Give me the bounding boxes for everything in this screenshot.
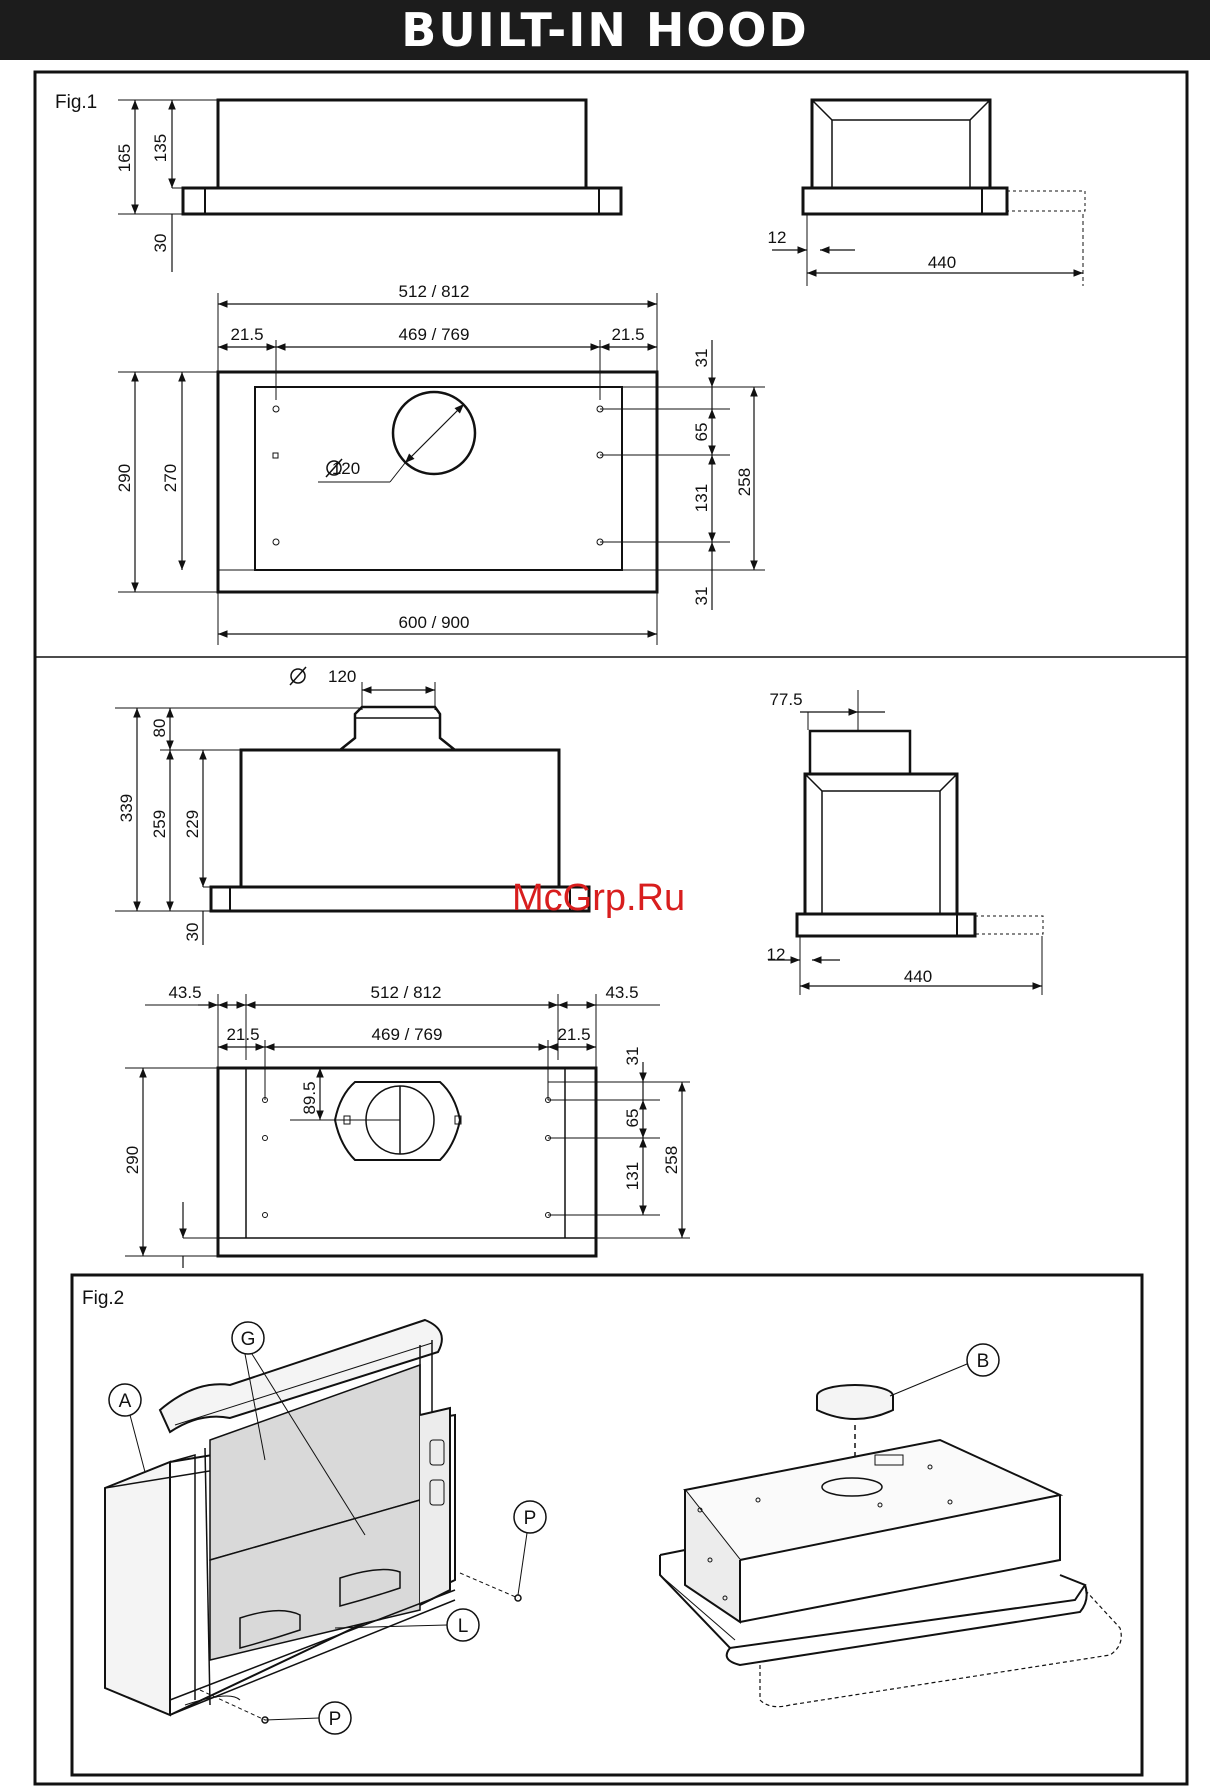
svg-text:P: P (329, 1709, 342, 1730)
svg-text:B: B (977, 1351, 990, 1372)
dim-b-diameter-120: 120 (328, 667, 356, 686)
dim-b-290: 290 (123, 1146, 142, 1174)
svg-text:P: P (524, 1508, 537, 1529)
dim-21-5-left: 21.5 (230, 325, 263, 344)
dim-31-bottom: 31 (692, 587, 711, 606)
fig2-hood-extended (105, 1320, 455, 1715)
dim-65: 65 (692, 423, 711, 442)
dim-165: 165 (115, 144, 134, 172)
fig1b-side-view (768, 690, 1043, 995)
dim-258: 258 (735, 468, 754, 496)
dim-339: 339 (117, 794, 136, 822)
dim-b-21-5-right: 21.5 (557, 1025, 590, 1044)
dim-31-top: 31 (692, 349, 711, 368)
dim-21-5-right: 21.5 (611, 325, 644, 344)
dim-270: 270 (161, 464, 180, 492)
watermark: McGrp.Ru (512, 877, 685, 919)
dim-b-21-5-left: 21.5 (226, 1025, 259, 1044)
fig1: Fig.1 165 135 30 (55, 92, 1085, 645)
svg-text:G: G (241, 1329, 256, 1350)
dim-43-5-left: 43.5 (168, 983, 201, 1002)
dim-229: 229 (183, 810, 202, 838)
dim-b-31: 31 (623, 1047, 642, 1066)
dim-b-30: 30 (183, 923, 202, 942)
dim-30: 30 (151, 234, 170, 253)
dim-43-5-right: 43.5 (605, 983, 638, 1002)
dim-89-5: 89.5 (300, 1081, 319, 1114)
fig1b: 120 339 80 259 229 30 77.5 12 440 (115, 667, 1043, 1268)
fig1-plan-view (118, 293, 765, 645)
dim-b-65: 65 (623, 1109, 642, 1128)
dim-131: 131 (692, 484, 711, 512)
dim-440: 440 (928, 253, 956, 272)
dim-80: 80 (150, 719, 169, 738)
dim-b-440: 440 (904, 967, 932, 986)
dim-77-5: 77.5 (769, 690, 802, 709)
dim-b-512-812: 512 / 812 (371, 983, 442, 1002)
dim-b-258: 258 (662, 1146, 681, 1174)
dim-469-769: 469 / 769 (399, 325, 470, 344)
fig2: Fig.2 A G (72, 1275, 1142, 1775)
dim-12: 12 (768, 228, 787, 247)
dim-512-812: 512 / 812 (399, 282, 470, 301)
dim-259: 259 (150, 810, 169, 838)
fig1-label: Fig.1 (55, 92, 97, 113)
fig2-label: Fig.2 (82, 1288, 124, 1309)
svg-text:L: L (458, 1616, 469, 1637)
dim-135: 135 (151, 134, 170, 162)
dim-290: 290 (115, 464, 134, 492)
dim-b-469-769: 469 / 769 (372, 1025, 443, 1044)
fig1-elevation (118, 100, 621, 272)
dim-600-900: 600 / 900 (399, 613, 470, 632)
dim-b-131: 131 (623, 1162, 642, 1190)
dim-b-12: 12 (767, 945, 786, 964)
fig2-hood-body (660, 1385, 1121, 1707)
svg-text:A: A (119, 1391, 132, 1412)
